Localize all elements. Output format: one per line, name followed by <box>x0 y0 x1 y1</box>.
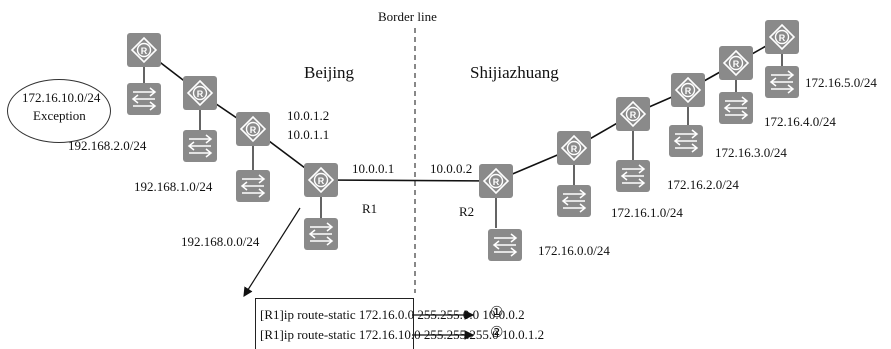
interface-r2-wan: 10.0.0.2 <box>430 161 473 176</box>
network-label: 172.16.2.0/24 <box>667 177 739 192</box>
switch-icon <box>556 184 592 218</box>
region-label-shijiazhuang: Shijiazhuang <box>470 63 559 82</box>
router-icon <box>235 111 271 147</box>
exception-network: 172.16.10.0/24 <box>22 90 101 105</box>
network-label: 192.168.2.0/24 <box>68 138 147 153</box>
router-r1-label: R1 <box>362 201 378 216</box>
switch-icon <box>126 82 162 116</box>
network-label: 172.16.4.0/24 <box>764 114 836 129</box>
router-icon <box>670 72 706 108</box>
router-icon <box>764 19 800 55</box>
interface-label: 10.0.1.2 <box>287 108 330 123</box>
router-icon <box>615 96 651 132</box>
network-label: 192.168.1.0/24 <box>134 179 213 194</box>
switch-icon <box>615 159 651 193</box>
router-r1-icon <box>303 162 339 198</box>
network-label: 172.16.0.0/24 <box>538 243 610 258</box>
pointer-arrow <box>243 207 301 298</box>
router-icon <box>718 45 754 81</box>
border-line-label: Border line <box>378 9 437 24</box>
exception-note: Exception <box>33 108 86 123</box>
switch-icon <box>235 169 271 203</box>
router-r2-label: R2 <box>459 204 475 219</box>
region-label-beijing: Beijing <box>304 63 355 82</box>
interface-r1-wan: 10.0.0.1 <box>352 161 395 176</box>
switch-icon <box>764 65 800 99</box>
access-links <box>143 54 783 228</box>
command-1-marker: ① <box>490 305 504 321</box>
switch-icon <box>718 91 754 125</box>
backbone-links <box>143 36 783 182</box>
exception-bubble <box>7 79 111 143</box>
network-label: 172.16.1.0/24 <box>611 205 683 220</box>
command-line-2: [R1]ip route-static 172.16.10.0 255.255.… <box>260 327 545 342</box>
command-box <box>255 298 414 349</box>
network-label: 192.168.0.0/24 <box>181 234 260 249</box>
router-icon <box>182 75 218 111</box>
switch-icon <box>182 129 218 163</box>
router-r2-icon <box>478 163 514 199</box>
router-icon <box>126 32 162 68</box>
router-icon <box>556 130 592 166</box>
switch-icon <box>668 124 704 158</box>
command-2-marker: ② <box>490 325 504 341</box>
network-label: 172.16.3.0/24 <box>715 145 787 160</box>
switch-icon <box>303 217 339 251</box>
network-label: 172.16.5.0/24 <box>805 75 877 90</box>
command-line-1: [R1]ip route-static 172.16.0.0 255.255.0… <box>260 307 525 322</box>
interface-label: 10.0.1.1 <box>287 127 330 142</box>
switch-icon <box>487 228 523 262</box>
